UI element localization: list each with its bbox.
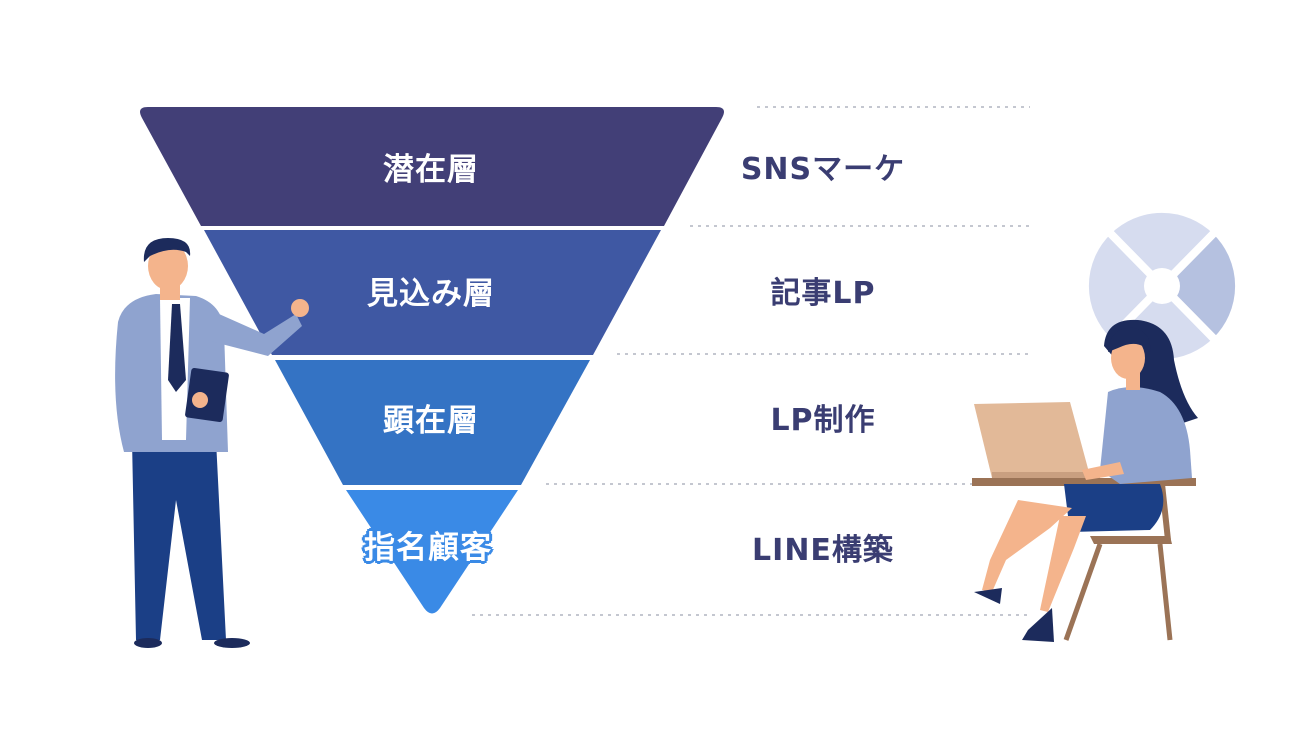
funnel-label-prospect: 見込み層 <box>367 276 495 312</box>
funnel-label-named-customer: 指名顧客 <box>364 530 492 566</box>
separator-lines <box>472 106 1030 616</box>
funnel-label-latent: 潜在層 <box>383 152 479 188</box>
funnel-label-manifest: 顕在層 <box>383 403 479 439</box>
funnel <box>140 107 724 614</box>
tactic-label-lp-production: LP制作 <box>770 403 876 438</box>
funnel-layer-4 <box>346 490 518 614</box>
tactic-label-sns: SNSマーケ <box>740 152 906 187</box>
tactic-label-line: LINE構築 <box>752 533 894 568</box>
tactic-label-article-lp: 記事LP <box>770 276 876 311</box>
funnel-layer-1 <box>140 107 724 226</box>
funnel-layer-3 <box>275 360 590 485</box>
businessman-illustration <box>115 238 309 648</box>
funnel-layer-2 <box>204 230 661 355</box>
businesswoman-illustration <box>972 319 1198 642</box>
